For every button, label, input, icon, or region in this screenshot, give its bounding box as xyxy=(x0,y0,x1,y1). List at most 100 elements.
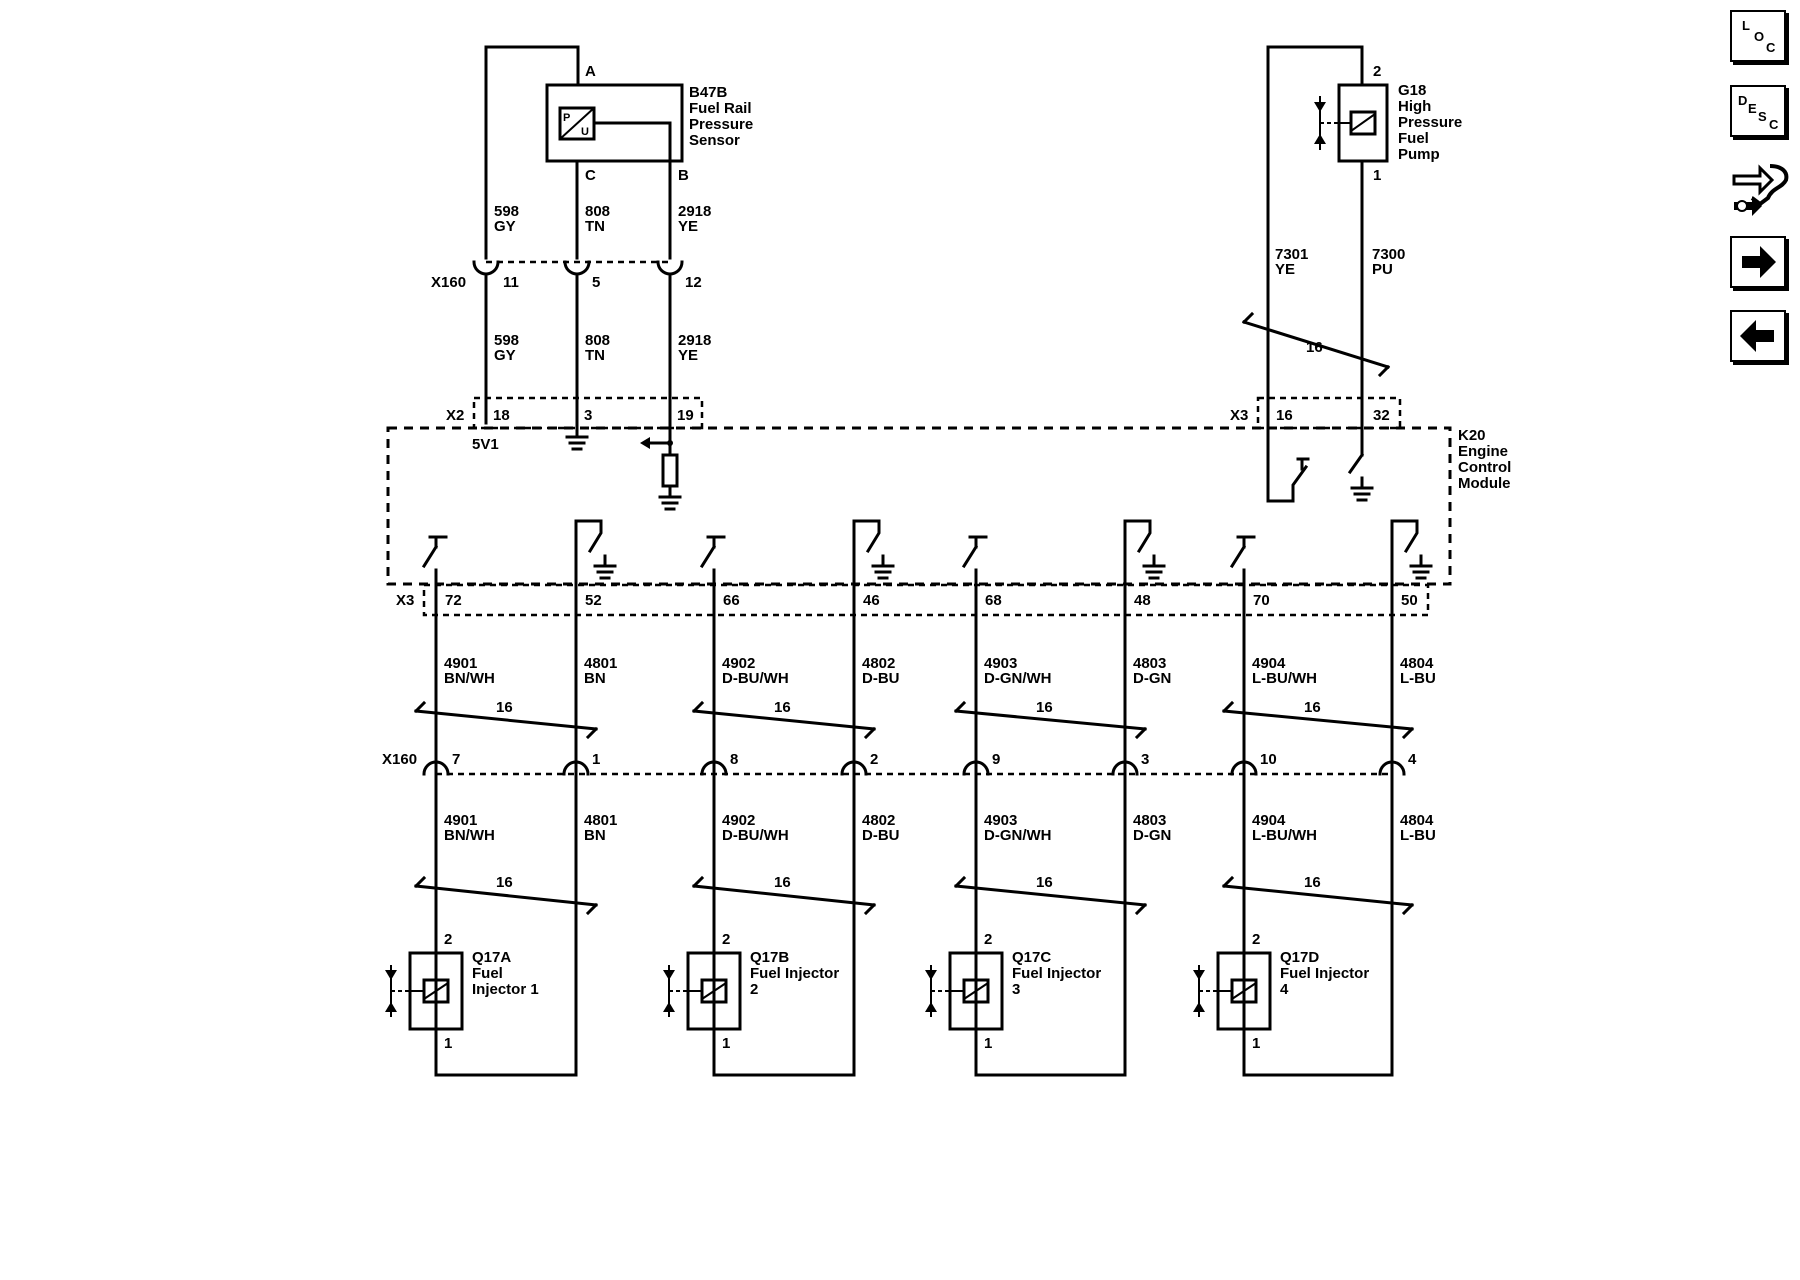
svg-text:TN: TN xyxy=(585,347,605,364)
wire-color: D-GN/WH xyxy=(984,670,1052,687)
wire-circuit: 4902 xyxy=(722,655,755,672)
svg-text:3: 3 xyxy=(584,407,592,424)
injector-pin-1: 1 xyxy=(1252,1035,1260,1052)
injector-pin-1: 1 xyxy=(722,1035,730,1052)
wire-color: L-BU/WH xyxy=(1252,670,1317,687)
svg-text:5: 5 xyxy=(592,274,600,291)
x3-pin: 52 xyxy=(585,592,602,609)
wire-circuit: 4904 xyxy=(1252,812,1286,829)
svg-text:19: 19 xyxy=(677,407,694,424)
wire-color: BN/WH xyxy=(444,670,495,687)
wire-color: D-GN xyxy=(1133,670,1171,687)
wire-circuit: 4804 xyxy=(1400,812,1434,829)
wire-color: L-BU/WH xyxy=(1252,827,1317,844)
wire-color: D-BU xyxy=(862,827,900,844)
injector-id: Q17D xyxy=(1280,949,1319,966)
x3-pin: 72 xyxy=(445,592,462,609)
svg-text:X160: X160 xyxy=(431,274,466,291)
injector-name: Fuel Injector xyxy=(1012,965,1101,982)
injector-id: Q17B xyxy=(750,949,789,966)
description-button[interactable]: D E S C xyxy=(1730,85,1786,137)
wire-color: D-GN/WH xyxy=(984,827,1052,844)
x3-pin: 48 xyxy=(1134,592,1151,609)
x3-pin: 70 xyxy=(1253,592,1270,609)
pump-id: G18 xyxy=(1398,82,1426,99)
svg-text:Fuel: Fuel xyxy=(1398,130,1429,147)
svg-text:598: 598 xyxy=(494,203,519,220)
injector-id: Q17A xyxy=(472,949,511,966)
svg-text:GY: GY xyxy=(494,218,516,235)
x160-pin: 9 xyxy=(992,751,1000,768)
twisted-pair-label: 16 xyxy=(496,699,513,716)
svg-text:598: 598 xyxy=(494,332,519,349)
svg-text:Sensor: Sensor xyxy=(689,132,740,149)
injector-name: 4 xyxy=(1280,981,1289,998)
wire-color: D-GN xyxy=(1133,827,1171,844)
svg-text:808: 808 xyxy=(585,203,610,220)
injector-pin-1: 1 xyxy=(444,1035,452,1052)
svg-text:Control: Control xyxy=(1458,459,1511,476)
wire-circuit: 4901 xyxy=(444,655,477,672)
x3-pin: 46 xyxy=(863,592,880,609)
twisted-pair-label: 16 xyxy=(1036,874,1053,891)
wire-color: D-BU/WH xyxy=(722,670,789,687)
arrow-right-icon xyxy=(1742,246,1776,278)
sensor-id: B47B xyxy=(689,84,728,101)
x160-pin: 4 xyxy=(1408,751,1417,768)
svg-text:X3: X3 xyxy=(1230,407,1248,424)
svg-text:PU: PU xyxy=(1372,261,1393,278)
svg-text:11: 11 xyxy=(503,274,519,291)
svg-text:X2: X2 xyxy=(446,407,464,424)
injector-id: Q17C xyxy=(1012,949,1051,966)
sensor-name: Fuel Rail xyxy=(689,100,752,117)
wire-circuit: 4902 xyxy=(722,812,755,829)
connector-terminal xyxy=(422,760,450,776)
wire-color: BN xyxy=(584,670,606,687)
x3-pin: 68 xyxy=(985,592,1002,609)
svg-text:GY: GY xyxy=(494,347,516,364)
ecm-label: K20 Engine Control Module xyxy=(1458,427,1511,492)
connector-terminal xyxy=(962,760,990,776)
connector-terminal xyxy=(1230,760,1258,776)
svg-text:X160: X160 xyxy=(382,751,417,768)
svg-text:TN: TN xyxy=(585,218,605,235)
wire-color: BN xyxy=(584,827,606,844)
wire-color: L-BU xyxy=(1400,670,1436,687)
x3-pin: 66 xyxy=(723,592,740,609)
svg-text:U: U xyxy=(581,126,589,138)
wire-circuit: 4903 xyxy=(984,812,1017,829)
svg-text:YE: YE xyxy=(1275,261,1295,278)
svg-text:12: 12 xyxy=(685,274,702,291)
wire-circuit: 4803 xyxy=(1133,655,1166,672)
next-button[interactable] xyxy=(1730,236,1786,288)
connector-swap-button[interactable] xyxy=(1730,158,1792,222)
sensor-pin-c: C xyxy=(585,167,596,184)
sensor-pin-a: A xyxy=(585,63,596,80)
wire-circuit: 4804 xyxy=(1400,655,1434,672)
twisted-pair-label: 16 xyxy=(496,874,513,891)
twisted-pair-label: 16 xyxy=(774,874,791,891)
svg-text:Pressure: Pressure xyxy=(689,116,753,133)
wire-circuit: 4802 xyxy=(862,812,895,829)
svg-text:Engine: Engine xyxy=(1458,443,1508,460)
wire-circuit: 4901 xyxy=(444,812,477,829)
x160-pin: 2 xyxy=(870,751,878,768)
high-pressure-fuel-pump: 2 1 G18 High Pressure Fuel Pump xyxy=(1266,45,1462,503)
wire-circuit: 4904 xyxy=(1252,655,1286,672)
x160-pin: 10 xyxy=(1260,751,1277,768)
injector-pin-1: 1 xyxy=(984,1035,992,1052)
previous-button[interactable] xyxy=(1730,310,1786,362)
twisted-pair-label: 16 xyxy=(774,699,791,716)
connector-terminal xyxy=(700,760,728,776)
location-button[interactable]: L O C xyxy=(1730,10,1786,62)
svg-text:32: 32 xyxy=(1373,407,1390,424)
ecm-5v-reference-label: 5V1 xyxy=(472,436,499,453)
injector-name: 2 xyxy=(750,981,758,998)
svg-text:7300: 7300 xyxy=(1372,246,1405,263)
